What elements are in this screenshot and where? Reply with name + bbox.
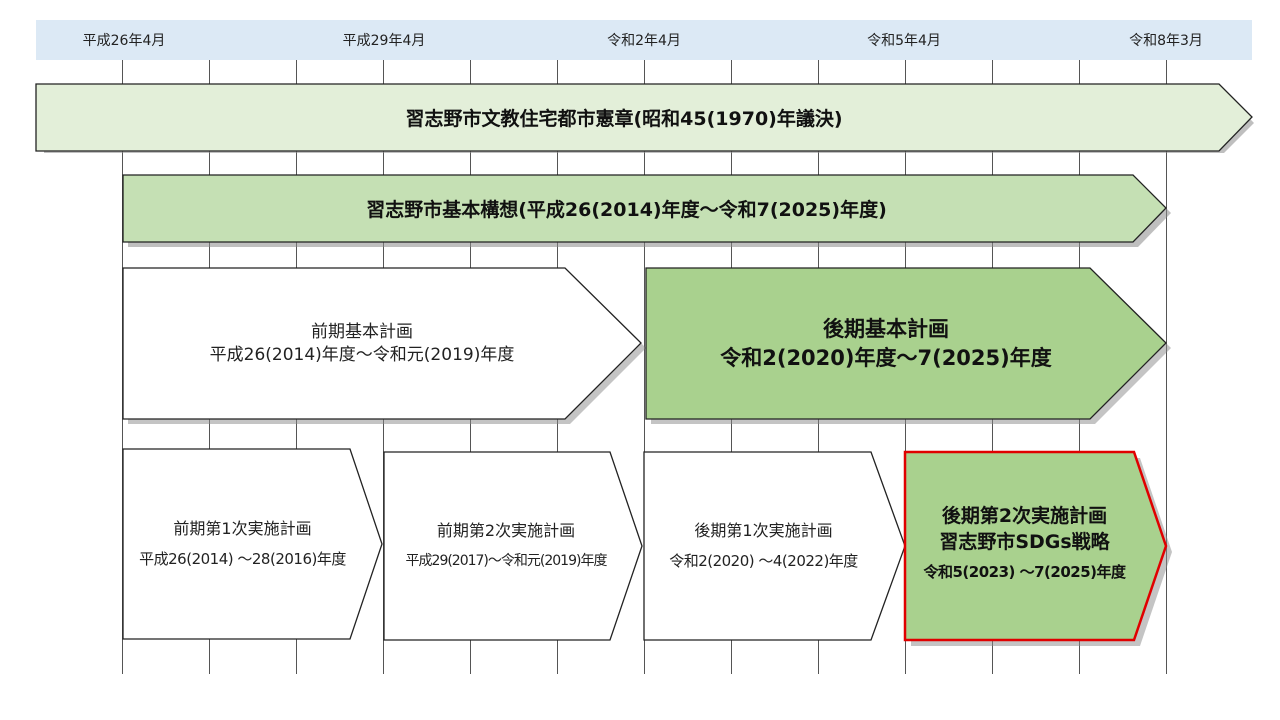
implementation-plan-4-title: 後期第2次実施計画 [941, 505, 1108, 527]
implementation-plan-2-period: 平成29(2017)～令和元(2019)年度 [405, 553, 608, 569]
grid-line [644, 60, 645, 674]
timeline-tick-label: 平成29年4月 [342, 33, 426, 49]
implementation-plan-4-arrow: 後期第2次実施計画 習志野市SDGs戦略 令和5(2023) ～7(2025)年… [903, 450, 1172, 646]
implementation-plan-3-period: 令和2(2020) ～4(2022)年度 [669, 552, 858, 570]
implementation-plan-2-title: 前期第2次実施計画 [436, 521, 576, 540]
implementation-plan-1-title: 前期第1次実施計画 [173, 519, 312, 538]
timeline-tick-label: 令和5年4月 [867, 33, 941, 49]
timeline-header-bar [36, 20, 1252, 60]
timeline-tick-label: 平成26年4月 [82, 33, 166, 49]
basic-concept-title: 習志野市基本構想(平成26(2014)年度～令和7(2025)年度) [366, 199, 887, 221]
timeline-tick-label: 令和8年3月 [1129, 33, 1203, 49]
basic-concept-arrow: 習志野市基本構想(平成26(2014)年度～令和7(2025)年度) [122, 174, 1171, 247]
first-basic-plan-period: 平成26(2014)年度～令和元(2019)年度 [209, 344, 515, 365]
implementation-plan-3-arrow: 後期第1次実施計画 令和2(2020) ～4(2022)年度 [643, 451, 906, 641]
implementation-plan-4-period: 令和5(2023) ～7(2025)年度 [923, 563, 1126, 581]
first-basic-plan-title: 前期基本計画 [311, 321, 413, 342]
city-charter-title: 習志野市文教住宅都市憲章(昭和45(1970)年議決) [405, 108, 843, 130]
sdgs-strategy-title: 習志野市SDGs戦略 [939, 531, 1110, 553]
implementation-plan-3-title: 後期第1次実施計画 [694, 521, 833, 540]
first-basic-plan-arrow: 前期基本計画 平成26(2014)年度～令和元(2019)年度 [122, 267, 646, 424]
second-basic-plan-period: 令和2(2020)年度～7(2025)年度 [720, 345, 1052, 370]
second-basic-plan-title: 後期基本計画 [823, 316, 949, 341]
second-basic-plan-arrow: 後期基本計画 令和2(2020)年度～7(2025)年度 [645, 267, 1171, 424]
city-charter-arrow: 習志野市文教住宅都市憲章(昭和45(1970)年議決) [35, 83, 1254, 153]
implementation-plan-2-arrow: 前期第2次実施計画 平成29(2017)～令和元(2019)年度 [383, 451, 643, 641]
implementation-plan-1-period: 平成26(2014) ～28(2016)年度 [139, 550, 346, 568]
grid-line [1166, 60, 1167, 674]
implementation-plan-1-arrow: 前期第1次実施計画 平成26(2014) ～28(2016)年度 [122, 448, 383, 640]
timeline-tick-label: 令和2年4月 [607, 33, 681, 49]
